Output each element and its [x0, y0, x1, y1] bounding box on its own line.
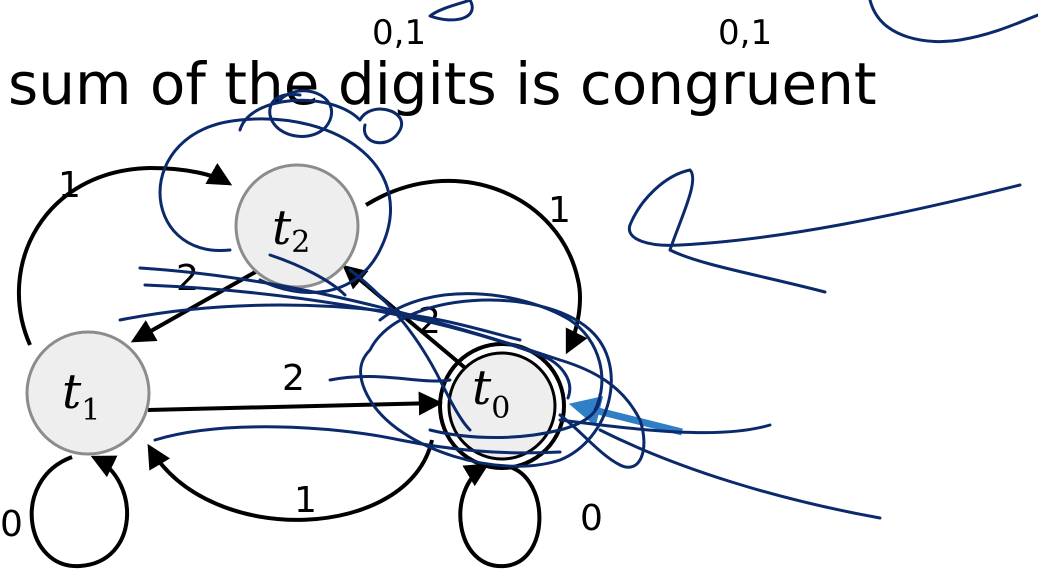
ink-t0-loop-f — [153, 425, 562, 455]
edge-t1-t2 — [16, 163, 233, 346]
label-t1-t0: 2 — [282, 358, 305, 399]
state-t2-base: t — [272, 200, 292, 256]
ink-top-scribble — [428, 0, 474, 22]
ink-big-loop — [158, 117, 392, 294]
svg-text:t1: t1 — [62, 364, 100, 428]
state-t0-base: t — [472, 360, 492, 416]
ink-t0-loop-a — [359, 298, 613, 468]
label-t0-loop: 0 — [580, 498, 603, 539]
svg-text:t0: t0 — [472, 360, 510, 426]
ink-annotations — [118, 0, 1038, 520]
state-t2-sub: 2 — [291, 225, 310, 260]
ink-t0-loop-d — [328, 374, 452, 383]
ink-t0-loop-e — [428, 393, 602, 439]
edge-t0-t1 — [147, 439, 434, 522]
ink-swoop-right — [558, 418, 882, 520]
top-label-left: 0,1 — [372, 13, 426, 53]
edge-t1-loop — [29, 455, 129, 569]
label-t2-t1: 2 — [176, 258, 199, 299]
state-t0: t0 — [438, 342, 566, 470]
state-t1: t1 — [25, 330, 151, 456]
ink-top-right-stroke — [868, 0, 1038, 44]
state-t2: t2 — [234, 163, 360, 289]
ink-t2-scribble — [268, 253, 347, 297]
state-t1-base: t — [62, 364, 82, 420]
ink-cross-3 — [118, 303, 522, 342]
label-t0-t1: 1 — [294, 480, 317, 521]
ink-cross-2 — [143, 283, 572, 400]
svg-text:t2: t2 — [272, 200, 310, 260]
edge-t2-t0 — [364, 179, 588, 355]
top-label-right: 0,1 — [718, 13, 772, 53]
edge-t2-t1 — [130, 264, 267, 343]
state-t1-sub: 1 — [81, 393, 100, 428]
ink-t0-loop-c — [348, 268, 472, 432]
ink-right-lasso — [627, 168, 1022, 294]
edge-t0-loop — [458, 463, 542, 569]
edge-t1-t0 — [147, 391, 443, 416]
label-t1-loop: 0 — [0, 504, 23, 545]
label-t2-t0: 1 — [548, 190, 571, 231]
ink-t0-loop-b — [378, 292, 604, 412]
slide-heading: sum of the digits is congruent — [8, 50, 877, 118]
state-t0-sub: 0 — [491, 391, 510, 426]
label-t1-t2: 1 — [58, 165, 81, 206]
ink-cross-1 — [138, 266, 646, 469]
